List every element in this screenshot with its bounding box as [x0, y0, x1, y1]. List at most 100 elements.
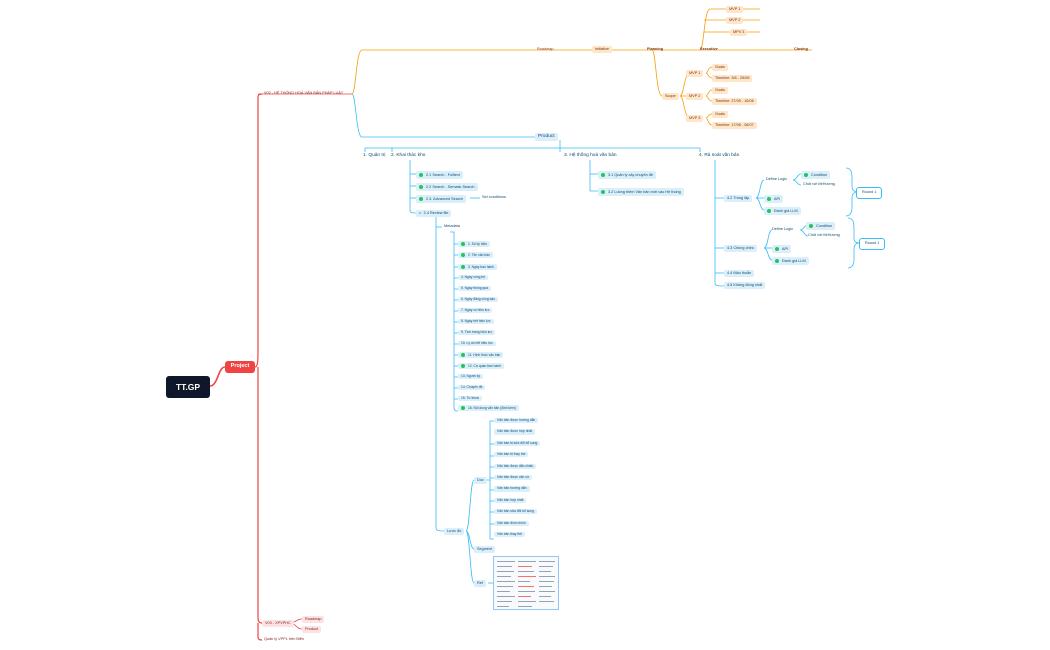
branch-3-node[interactable]: 3. Hệ thống hoá văn bản [564, 153, 617, 158]
b2-item-3-label: 2.3. Advanced Search [426, 196, 464, 201]
closing-node[interactable]: Closing [794, 47, 808, 51]
v03-node[interactable]: V03 - XPVPHC [262, 620, 294, 627]
v03-product-node[interactable]: Product [302, 626, 322, 633]
danhgia-1[interactable]: Đánh giá LLM [764, 207, 801, 215]
metadata-item-label: 2. Tên văn bản [468, 252, 490, 257]
v02-node[interactable]: V02 - HỆ THỐNG HOÁ VĂN BẢN PHÁP LUẬT [264, 91, 344, 95]
b3-item-1-label: 3.1 Quản lý cây chuyên đề [608, 172, 653, 177]
api-1[interactable]: API [764, 195, 784, 203]
roadmap-node[interactable]: Roadmap [537, 47, 554, 51]
doc-item[interactable]: Văn bản được dẫn chiếu [494, 463, 537, 469]
scope-mvp-2-node[interactable]: MVP 2 [686, 93, 704, 100]
b4-item-2[interactable]: 4.3 Chồng chéo [724, 245, 757, 252]
ref-image-thumbnail[interactable] [493, 556, 559, 610]
collapse-icon: 3 [419, 210, 421, 215]
condition-1-label: Condition [811, 172, 828, 177]
b4-item-1[interactable]: 4.2 Trùng lặp [724, 195, 753, 202]
check-icon [419, 172, 423, 177]
metadata-item[interactable]: 2. Tên văn bản [458, 252, 493, 259]
metadata-item[interactable]: 8. Ngày hết hiệu lực [458, 319, 494, 325]
mvp-2-node[interactable]: MVP 2 [726, 17, 744, 24]
vppl-node[interactable]: Quản lý VPPL trên Biển [264, 637, 304, 641]
doc-item[interactable]: Văn bản bị thay thế [494, 452, 529, 458]
metadata-item[interactable]: 16. Nội dung văn bản (định kèm) [458, 405, 519, 412]
segment-node[interactable]: Segment [474, 546, 496, 553]
mvp-3-node[interactable]: MPV 3 [730, 29, 748, 36]
round-1-a[interactable]: Round 1 [856, 187, 883, 199]
api-2[interactable]: API [772, 245, 792, 253]
check-icon [775, 246, 779, 251]
metadata-item[interactable]: 6. Ngày đăng công báo [458, 297, 499, 303]
doc-item[interactable]: Văn bản bị sửa đổi bổ sung [494, 440, 541, 447]
b3-item-1[interactable]: 3.1 Quản lý cây chuyên đề [598, 171, 656, 179]
b4-item-4[interactable]: 4.5 Không đồng nhất [724, 282, 766, 289]
metadata-item[interactable]: 7. Ngày có hiệu lực [458, 308, 493, 314]
doc-item[interactable]: Văn bản hợp nhất [494, 497, 527, 504]
mvp-3-timeline-node[interactable]: Timeline: 17/06 - 06/07 [712, 122, 757, 129]
danhgia-2[interactable]: Đánh giá LLM [772, 257, 809, 265]
scope-mvp-1-node[interactable]: MVP 1 [686, 70, 704, 77]
define-logic-1[interactable]: Define Logic [766, 177, 788, 181]
branch-4-node[interactable]: 4. Rà soát văn bản [699, 153, 740, 158]
doc-item[interactable]: Văn bản được hợp nhất [494, 429, 536, 435]
project-node[interactable]: Project [225, 361, 255, 373]
metadata-item[interactable]: 12. Cơ quan ban hành [458, 363, 504, 370]
doc-item[interactable]: Văn bản đính chính [494, 520, 529, 526]
check-icon [809, 223, 813, 228]
check-icon [767, 196, 771, 201]
scope-node[interactable]: Scope [662, 93, 679, 100]
condition-1[interactable]: Condition [801, 171, 831, 179]
initiative-node[interactable]: Initiative [592, 46, 612, 53]
chot-2[interactable]: Chốt với MrHương [808, 233, 840, 237]
metadata-item[interactable]: 9. Tình trạng hiệu lực [458, 330, 496, 336]
round-1-b[interactable]: Round 1 [859, 238, 886, 250]
metadata-node[interactable]: Metadata [444, 224, 460, 228]
root-node[interactable]: TT.GP [166, 376, 210, 398]
metadata-item[interactable]: 10. Lý do hết hiệu lực [458, 341, 496, 347]
doc-item[interactable]: Văn bản được căn cứ [494, 475, 533, 481]
executive-node[interactable]: Executive [700, 47, 718, 51]
metadata-item[interactable]: 3. Ngày ban hành [458, 264, 498, 271]
metadata-item[interactable]: 15. Từ khoá [458, 396, 482, 402]
doc-node[interactable]: Doc [474, 477, 487, 484]
condition-2[interactable]: Condition [806, 222, 836, 230]
mvp-1-timeline-node[interactable]: Timeline: 3/6 - 25/05 [712, 75, 753, 82]
ref-node[interactable]: Ref [474, 580, 486, 587]
mvp-2-timeline-node[interactable]: Timeline: 27/05 - 15/06 [712, 98, 757, 105]
b2-item-3[interactable]: 2.3. Advanced Search [416, 195, 467, 203]
metadata-item[interactable]: 5. Ngày thông qua [458, 286, 491, 292]
metadata-item[interactable]: 4. Ngày công bố [458, 275, 489, 281]
mvp-3-goals-node[interactable]: Goals [712, 111, 728, 118]
chot-1[interactable]: Chốt với MrHương [803, 182, 835, 186]
v03-roadmap-node[interactable]: Roadmap [302, 616, 325, 623]
b2-item-2[interactable]: 2.2 Search - Sematic Search [416, 183, 478, 191]
check-icon [767, 208, 771, 213]
luocdo-node[interactable]: Lược đồ [444, 528, 465, 535]
b2-item-1[interactable]: 2.1 Search - Fulltext [416, 171, 463, 179]
branch-2-node[interactable]: 2. Khai thác kho [391, 153, 426, 158]
metadata-item[interactable]: 14. Chuyên đề [458, 385, 486, 391]
planning-node[interactable]: Planning [647, 47, 664, 51]
mvp-2-goals-node[interactable]: Goals [712, 87, 728, 94]
doc-item[interactable]: Văn bản được hướng dẫn [494, 418, 539, 424]
product-node[interactable]: Product [535, 133, 558, 141]
branch-1-node[interactable]: 1. Quản trị [363, 153, 386, 158]
doc-item[interactable]: Văn bản hướng dẫn [494, 486, 530, 492]
metadata-item[interactable]: 13. Người ký [458, 374, 484, 380]
b4-item-3[interactable]: 4.4 Mâu thuẫn [724, 270, 755, 277]
mvp-1-goals-node[interactable]: Goals [712, 64, 728, 71]
b3-item-2[interactable]: 3.2 Luồng thêm Văn bản mới vào Hệ thống [598, 188, 684, 196]
doc-item[interactable]: Văn bản thay thế [494, 532, 525, 538]
metadata-item[interactable]: 1. Số ký hiệu [458, 241, 491, 248]
doc-item[interactable]: Văn bản sửa đổi bổ sung [494, 509, 537, 515]
scope-mvp-3-node[interactable]: MVP 3 [686, 115, 704, 122]
metadata-item[interactable]: 11. Hình thức văn bản [458, 352, 504, 359]
mvp-1-node[interactable]: MVP 1 [726, 6, 744, 13]
set-conditions-node[interactable]: Set conditions [482, 195, 506, 199]
define-logic-2[interactable]: Define Logic [772, 227, 794, 231]
metadata-item-label: 13. Người ký [461, 374, 481, 378]
check-icon [461, 406, 465, 410]
